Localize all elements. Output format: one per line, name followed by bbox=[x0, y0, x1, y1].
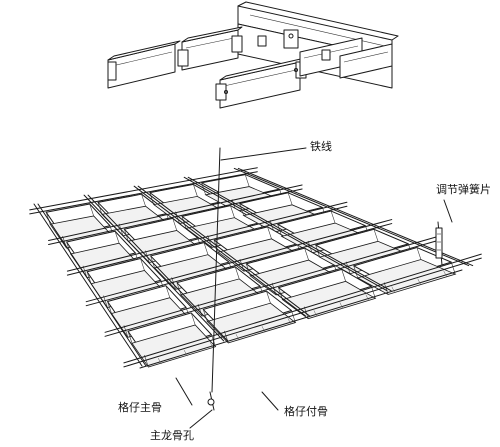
cross-tee-edge bbox=[137, 185, 310, 317]
panel-edge bbox=[230, 205, 235, 218]
panel-edge bbox=[172, 218, 178, 231]
cross-tee bbox=[233, 167, 470, 267]
connector-detail bbox=[107, 1, 399, 109]
label-iron-wire: 铁线 bbox=[310, 140, 332, 153]
main-runner-edge bbox=[123, 257, 482, 368]
panel-edge bbox=[416, 247, 422, 260]
panel-edge bbox=[171, 277, 176, 290]
main-runner bbox=[123, 253, 482, 364]
hatch-mark bbox=[183, 349, 188, 357]
panel-edge bbox=[181, 216, 187, 229]
panel-edge bbox=[330, 210, 336, 224]
panel-edge bbox=[190, 312, 196, 326]
main-runner bbox=[48, 184, 303, 241]
cross-tee-edge bbox=[237, 167, 474, 267]
leader-lines bbox=[175, 147, 453, 429]
front-edge bbox=[139, 269, 463, 369]
hatch-mark bbox=[365, 294, 370, 301]
hatch-mark bbox=[313, 310, 318, 317]
label-main-keel-hole: 主龙骨孔 bbox=[150, 429, 194, 442]
cross-tee bbox=[133, 185, 306, 317]
main-runner bbox=[85, 219, 393, 303]
hanging-wire bbox=[207, 147, 221, 411]
panel-edge bbox=[267, 226, 272, 239]
hatch-mark bbox=[443, 270, 447, 277]
label-main-keel: 格仔主骨 bbox=[118, 401, 162, 414]
panel-edge bbox=[114, 231, 120, 244]
panel-edge bbox=[304, 248, 309, 261]
cross-tee bbox=[83, 194, 225, 342]
panel-edge bbox=[266, 291, 271, 304]
main-runner-edge bbox=[85, 223, 393, 307]
panel-edge bbox=[315, 245, 320, 258]
hatch-mark bbox=[209, 342, 214, 349]
main-runner bbox=[66, 201, 348, 272]
panel-edge bbox=[123, 325, 129, 338]
main-runner bbox=[104, 236, 438, 333]
hatch-mark bbox=[391, 286, 395, 293]
cross-tee bbox=[33, 203, 143, 367]
label-secondary-keel: 格仔付骨 bbox=[284, 405, 328, 418]
panel-edge bbox=[165, 285, 171, 298]
panel-edge bbox=[193, 184, 198, 197]
panel-edge bbox=[341, 269, 346, 282]
panel-edge bbox=[127, 331, 133, 344]
panel-edge bbox=[140, 258, 145, 271]
panel-edge bbox=[89, 203, 94, 217]
main-runner-edge bbox=[104, 240, 438, 337]
panel-edge bbox=[144, 354, 149, 368]
panel-edge bbox=[244, 174, 250, 187]
panel-edge bbox=[175, 211, 180, 224]
panel-edge bbox=[149, 192, 155, 205]
hatch-mark bbox=[339, 302, 344, 309]
panel-edge bbox=[103, 295, 108, 308]
label-adjust-spring: 调节弹簧片 bbox=[436, 183, 491, 196]
cross-tee-edge bbox=[187, 176, 392, 292]
panel-edge bbox=[207, 235, 213, 248]
hatch-mark bbox=[157, 357, 162, 365]
panel-edge bbox=[176, 282, 182, 295]
panel-edge bbox=[234, 266, 240, 279]
panel-edge bbox=[345, 261, 351, 274]
panel-edge bbox=[373, 229, 379, 242]
adjust-spring bbox=[435, 221, 443, 266]
panel-edge bbox=[307, 240, 313, 254]
panel-edge bbox=[213, 240, 219, 253]
hatch-mark bbox=[235, 334, 240, 341]
cross-tee-edge bbox=[87, 194, 229, 342]
panel-edge bbox=[353, 265, 359, 278]
ceiling-grid bbox=[29, 167, 482, 369]
panel-edge bbox=[45, 212, 51, 225]
hatch-mark bbox=[287, 318, 292, 325]
cross-tee-edge bbox=[37, 203, 147, 367]
panel-edge bbox=[203, 242, 209, 255]
main-runner-edge bbox=[66, 205, 348, 276]
hatch-mark bbox=[261, 326, 266, 333]
panel-edge bbox=[141, 194, 146, 207]
hatch-mark bbox=[417, 278, 421, 285]
panel-edge bbox=[287, 192, 293, 205]
main-runner-edge bbox=[48, 188, 303, 245]
panel-edge bbox=[107, 301, 112, 314]
